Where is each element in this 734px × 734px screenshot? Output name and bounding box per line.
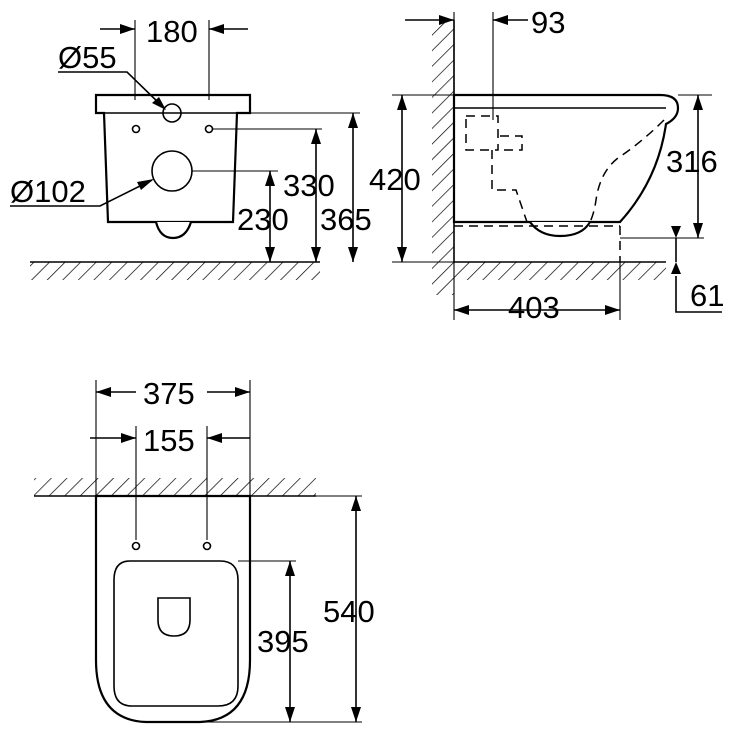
front-outlet-bottom [154, 221, 193, 240]
top-fixing-hole-left [131, 541, 141, 551]
top-wall-hatch [34, 478, 316, 496]
dim-395: 395 [257, 624, 309, 659]
side-hidden-inlet [465, 115, 499, 151]
dim-316: 316 [666, 144, 718, 179]
dim-dia-102: Ø102 [10, 174, 86, 209]
dim-61: 61 [690, 278, 724, 313]
side-bowl-body [452, 93, 680, 224]
side-hidden-trap [491, 150, 528, 223]
dim-365: 365 [320, 202, 372, 237]
side-hidden-bowl [589, 119, 665, 223]
side-hidden-spud [500, 135, 523, 151]
dim-375: 375 [143, 376, 195, 411]
side-wall-hatch [432, 20, 454, 295]
leader-dia-55 [58, 71, 165, 109]
front-arrow-180-left [120, 24, 135, 34]
top-seat-outline [113, 560, 239, 707]
dim-330: 330 [283, 168, 335, 203]
top-fixing-hole-right [202, 541, 212, 551]
front-bowl-body [94, 93, 252, 224]
dim-540: 540 [323, 594, 375, 629]
top-bowl-opening [157, 597, 191, 637]
dim-230: 230 [237, 202, 289, 237]
dim-dia-55: Ø55 [58, 40, 117, 75]
leader-61 [675, 276, 722, 313]
side-floor-hatch [454, 262, 666, 280]
front-view: 180 Ø55 Ø102 330 230 365 [10, 14, 372, 280]
dim-155: 155 [143, 423, 195, 458]
dim-420: 420 [369, 162, 421, 197]
dim-403: 403 [508, 290, 560, 325]
top-view: 375 155 540 395 [34, 376, 375, 724]
side-bowl-bottom [529, 221, 591, 238]
dim-93: 93 [531, 5, 565, 40]
front-inlet-circle [162, 103, 182, 123]
front-fixing-hole-left [131, 124, 141, 134]
dim-180: 180 [146, 14, 198, 49]
leader-dia-102 [10, 179, 153, 207]
side-view: 93 420 316 403 61 [369, 5, 724, 325]
top-bowl-outline [94, 494, 252, 724]
front-arrow-180-right [209, 24, 224, 34]
front-floor-hatch [30, 262, 320, 280]
